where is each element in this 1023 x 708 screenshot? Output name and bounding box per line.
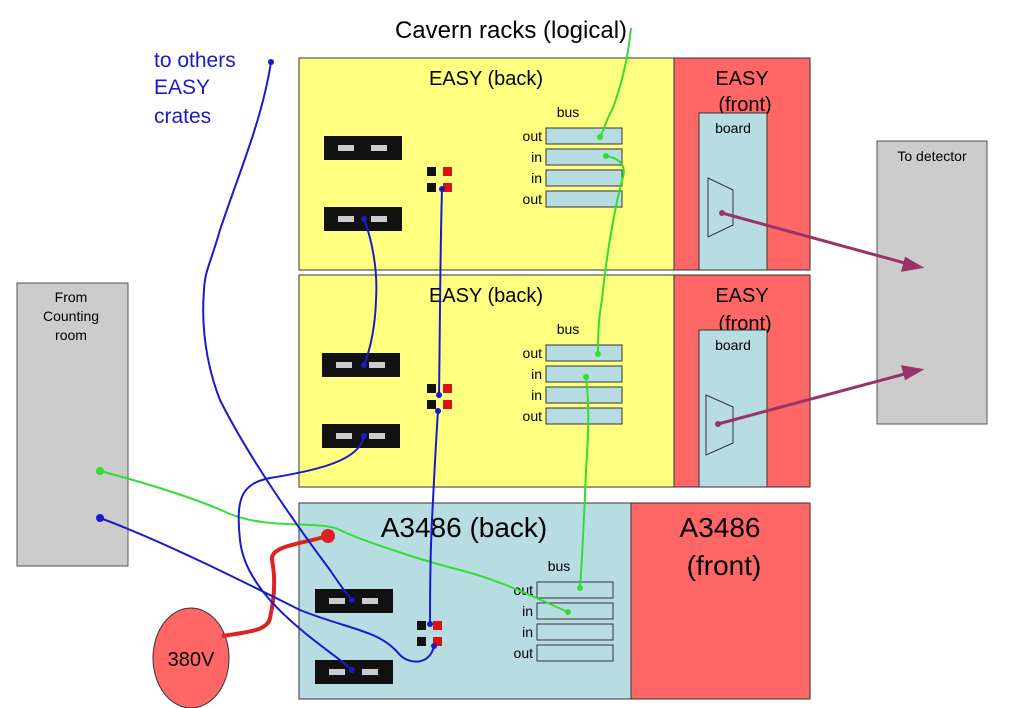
- board-label: board: [715, 337, 751, 353]
- detector-box: To detector: [876, 140, 988, 425]
- bus-title: bus: [548, 558, 571, 574]
- blue-cabling: [99, 61, 443, 671]
- a3486-crate: A3486 (back) A3486 (front) bus out in in…: [298, 502, 811, 700]
- bus-port-label: in: [522, 603, 533, 619]
- bus-port-label: in: [531, 149, 542, 165]
- board-label: board: [715, 120, 751, 136]
- detector-cable-1: [721, 211, 913, 267]
- counting-room-line-2: Counting: [43, 308, 99, 324]
- bus-title: bus: [557, 104, 580, 120]
- bus-port-label: out: [523, 128, 543, 144]
- detector-label: To detector: [897, 148, 967, 164]
- power-source: 380V: [152, 607, 230, 708]
- bus-port-label: in: [531, 387, 542, 403]
- easy-front-label-1: EASY: [715, 68, 768, 90]
- bus-port-label: out: [523, 408, 543, 424]
- connector-block: [324, 136, 402, 160]
- counting-room-line-1: From: [55, 289, 88, 305]
- bus-daisy-chain: [99, 27, 632, 613]
- note-to-others-easy-crates: to others EASY crates: [154, 49, 236, 128]
- easy-back-label: EASY (back): [429, 285, 543, 307]
- easy-front-label-1: EASY: [715, 285, 768, 307]
- board-connector: [707, 177, 734, 238]
- a3486-back-label: A3486 (back): [381, 512, 548, 543]
- a3486-front-panel: [630, 502, 811, 700]
- detector-cable-2: [717, 370, 913, 426]
- arrow-head: [900, 256, 925, 272]
- power-inlet: [321, 529, 335, 543]
- detector-cables: [715, 210, 925, 427]
- note-line-3: crates: [154, 105, 211, 128]
- bus-port-label: in: [531, 366, 542, 382]
- bus-chain-nodes: [96, 134, 609, 615]
- connector-block: [322, 424, 400, 448]
- note-line-2: EASY: [154, 76, 210, 99]
- a3486-front-label-1: A3486: [680, 512, 761, 543]
- bus-port-label: out: [523, 345, 543, 361]
- note-line-1: to others: [154, 49, 236, 72]
- counting-room-line-3: room: [55, 327, 87, 343]
- jumper-pins: [427, 167, 452, 192]
- bus-port-label: out: [514, 645, 534, 661]
- diagram-title: Cavern racks (logical): [395, 17, 627, 44]
- bus-title: bus: [557, 321, 580, 337]
- blue-cable-nodes: [96, 59, 445, 673]
- power-cable: [221, 534, 329, 638]
- bus-port-label: out: [523, 191, 543, 207]
- easy-back-label: EASY (back): [429, 68, 543, 90]
- bus-port-label: in: [531, 170, 542, 186]
- easy-crate-1: EASY (back) EASY (front) board bus out i…: [298, 57, 811, 271]
- easy-crate-2: EASY (back) EASY (front) board bus out i…: [298, 274, 811, 488]
- jumper-pins: [427, 384, 452, 409]
- power-source-label: 380V: [168, 649, 215, 671]
- bus-port-label: in: [522, 624, 533, 640]
- jumper-pins: [417, 621, 442, 646]
- easy-front-label-2: (front): [718, 94, 771, 116]
- a3486-front-label-2: (front): [687, 550, 762, 581]
- counting-room-box: From Counting room: [16, 282, 129, 567]
- arrow-head: [900, 365, 925, 381]
